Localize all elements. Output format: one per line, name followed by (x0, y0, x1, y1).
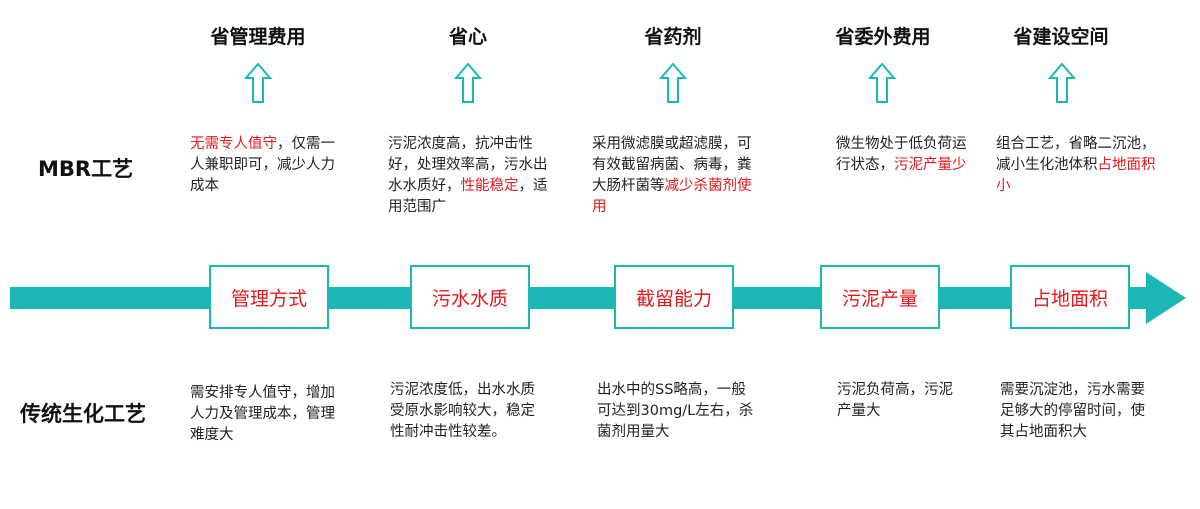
desc-text: ，仅需一人兼职即可，减少人力成本 (190, 136, 335, 194)
node-retention-capacity: 截留能力 (614, 265, 734, 329)
traditional-desc-management: 需安排专人值守，增加人力及管理成本，管理难度大 (190, 385, 335, 443)
benefit-title-peace-of-mind: 省心 (448, 26, 487, 48)
highlight-text: 性能稳定 (460, 178, 519, 194)
benefit-title-management-cost: 省管理费用 (210, 26, 306, 48)
node-sludge-output: 污泥产量 (820, 265, 940, 329)
traditional-desc-sludge: 污泥负荷高，污泥产量大 (837, 382, 953, 419)
benefit-title-chemicals: 省药剂 (644, 26, 702, 48)
traditional-desc-footprint: 需要沉淀池，污水需要足够大的停留时间，使其占地面积大 (1000, 382, 1145, 440)
up-arrow-icon (243, 62, 273, 103)
benefit-title-space: 省建设空间 (1013, 26, 1109, 48)
node-floor-area: 占地面积 (1010, 265, 1130, 329)
row-label-traditional: 传统生化工艺 (20, 402, 146, 426)
desc-text: 污泥浓度高，抗冲击性好，处理效率高，污水出水水质好， (388, 136, 548, 194)
traditional-desc-water-quality: 污泥浓度低，出水水质受原水影响较大，稳定性耐冲击性较差。 (390, 382, 535, 440)
highlight-text: 减少杀菌剂使用 (592, 178, 752, 215)
up-arrow-icon (867, 62, 897, 103)
mbr-desc-management: 无需专人值守，仅需一人兼职即可，减少人力成本 (190, 134, 342, 197)
timeline-arrow-head-icon (1146, 272, 1186, 324)
row-label-mbr: MBR工艺 (38, 157, 134, 181)
highlight-text: 占地面积小 (996, 157, 1156, 194)
desc-text: 微生物处于低负荷运行状态， (836, 136, 967, 173)
traditional-desc-retention: 出水中的SS略高，一般可达到30mg/L左右，杀菌剂用量大 (597, 382, 754, 440)
highlight-text: 污泥产量少 (894, 157, 967, 173)
mbr-desc-footprint: 组合工艺，省略二沉池，减小生化池体积占地面积小 (996, 134, 1156, 197)
desc-text: ，适用范围广 (388, 178, 548, 215)
highlight-text: 无需专人值守 (190, 136, 277, 152)
up-arrow-icon (453, 62, 483, 103)
mbr-desc-sludge: 微生物处于低负荷运行状态，污泥产量少 (836, 134, 970, 176)
up-arrow-icon (1047, 62, 1077, 103)
timeline-band (10, 287, 1162, 309)
mbr-desc-retention: 采用微滤膜或超滤膜，可有效截留病菌、病毒，粪大肠杆菌等减少杀菌剂使用 (592, 134, 760, 218)
node-water-quality: 污水水质 (410, 265, 530, 329)
desc-text: 采用微滤膜或超滤膜，可有效截留病菌、病毒，粪大肠杆菌等 (592, 136, 752, 194)
desc-text: 组合工艺，省略二沉池，减小生化池体积 (996, 136, 1156, 173)
benefit-title-outsourcing-cost: 省委外费用 (835, 26, 931, 48)
up-arrow-icon (658, 62, 688, 103)
mbr-desc-water-quality: 污泥浓度高，抗冲击性好，处理效率高，污水出水水质好，性能稳定，适用范围广 (388, 134, 552, 218)
node-management-method: 管理方式 (209, 265, 329, 329)
